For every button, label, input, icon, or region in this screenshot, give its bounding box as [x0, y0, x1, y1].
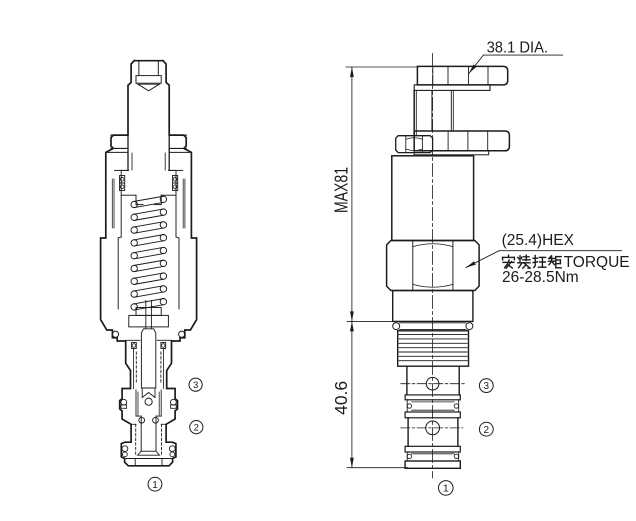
svg-text:TORQUE: TORQUE — [564, 254, 630, 271]
svg-text:1: 1 — [443, 483, 449, 495]
svg-text:26-28.5Nm: 26-28.5Nm — [502, 269, 579, 286]
svg-text:1: 1 — [152, 480, 158, 491]
svg-text:38.1 DIA.: 38.1 DIA. — [487, 39, 548, 56]
svg-text:(25.4)HEX: (25.4)HEX — [502, 232, 575, 249]
svg-text:3: 3 — [193, 380, 198, 391]
svg-text:MAX81: MAX81 — [332, 167, 352, 213]
svg-text:40.6: 40.6 — [331, 381, 351, 415]
svg-text:2: 2 — [484, 425, 490, 436]
svg-text:3: 3 — [484, 381, 490, 392]
svg-text:2: 2 — [194, 423, 199, 434]
